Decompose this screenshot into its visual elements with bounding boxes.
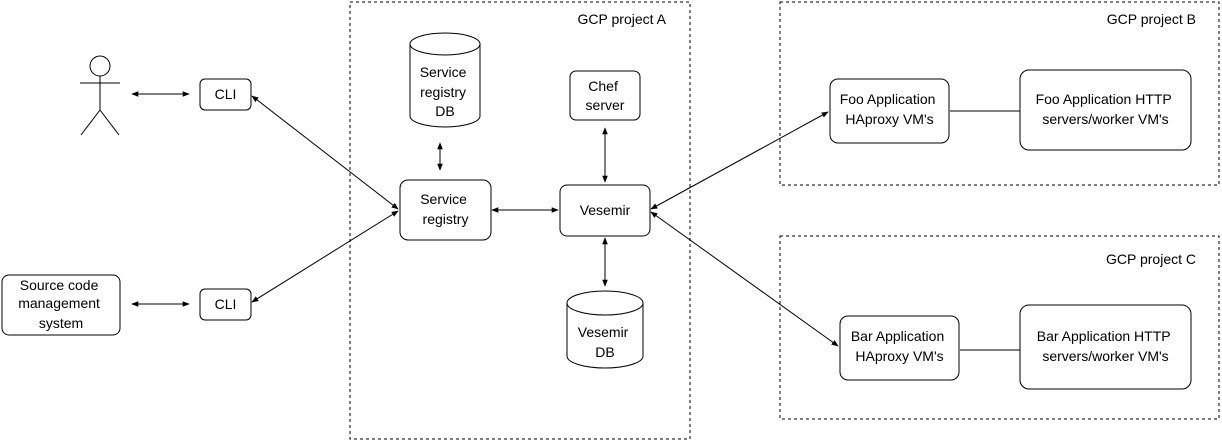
bar-haproxy-label-line-1: Bar Application xyxy=(851,328,944,344)
group-gcp-project-b: GCP project B xyxy=(779,1,1220,186)
edge-cli-bottom-registry xyxy=(251,210,399,303)
edge-vesemir-bar xyxy=(650,211,839,347)
service-registry-node: Service registry xyxy=(399,179,492,241)
scm-label-line-1: Source code xyxy=(20,277,99,293)
foo-http-label-line-2: servers/worker VM's xyxy=(1042,111,1168,127)
foo-http-label-line-1: Foo Application HTTP xyxy=(1036,91,1172,107)
service-registry-db-label-line-1: Service xyxy=(420,64,467,80)
chef-server-label-line-1: Chef xyxy=(588,78,618,94)
chef-server-label-line-2: server xyxy=(586,97,625,113)
scm-label-line-2: management xyxy=(18,295,100,311)
vesemir-node: Vesemir xyxy=(559,184,651,237)
cli-bottom-node: CLI xyxy=(199,288,252,321)
edge-vesemir-foo xyxy=(650,111,829,210)
service-registry-db-label-line-3: DB xyxy=(435,103,454,119)
cli-top-label: CLI xyxy=(215,86,237,102)
foo-haproxy-node: Foo Application HAproxy VM's xyxy=(829,78,950,144)
foo-http-label: Foo Application HTTP servers/worker VM's xyxy=(1036,91,1176,127)
cli-top-node: CLI xyxy=(199,78,252,111)
user-actor-icon xyxy=(80,55,120,136)
bar-http-node: Bar Application HTTP servers/worker VM's xyxy=(1019,304,1192,390)
vesemir-db-label-line-2: DB xyxy=(595,344,614,360)
vesemir-db-node: Vesemir DB xyxy=(566,290,644,369)
cli-bottom-label: CLI xyxy=(215,296,237,312)
foo-http-node: Foo Application HTTP servers/worker VM's xyxy=(1019,69,1192,151)
vesemir-db-label: Vesemir DB xyxy=(578,324,632,360)
edge-cli-top-registry xyxy=(251,95,399,210)
group-gcp-project-b-label: GCP project B xyxy=(1107,11,1196,27)
bar-haproxy-label-line-2: HAproxy VM's xyxy=(855,348,943,364)
chef-server-label: Chef server xyxy=(586,78,625,113)
service-registry-db-label-line-2: registry xyxy=(420,84,466,100)
service-registry-label-line-1: Service xyxy=(420,191,467,207)
scm-label-line-3: system xyxy=(39,315,83,331)
foo-haproxy-label: Foo Application HAproxy VM's xyxy=(840,91,940,127)
service-registry-label-line-2: registry xyxy=(423,211,469,227)
bar-haproxy-label: Bar Application HAproxy VM's xyxy=(851,328,948,364)
service-registry-label: Service registry xyxy=(420,191,471,227)
bar-http-label: Bar Application HTTP servers/worker VM's xyxy=(1037,328,1174,364)
foo-haproxy-label-line-2: HAproxy VM's xyxy=(845,111,933,127)
foo-haproxy-label-line-1: Foo Application xyxy=(840,91,936,107)
group-gcp-project-a-label: GCP project A xyxy=(578,11,667,27)
bar-http-label-line-1: Bar Application HTTP xyxy=(1037,328,1171,344)
scm-label: Source code management system xyxy=(18,277,104,331)
service-registry-db-label: Service registry DB xyxy=(420,64,471,119)
vesemir-db-label-line-1: Vesemir xyxy=(578,324,629,340)
bar-haproxy-node: Bar Application HAproxy VM's xyxy=(839,315,960,381)
service-registry-db-node: Service registry DB xyxy=(409,32,481,128)
bar-http-label-line-2: servers/worker VM's xyxy=(1042,348,1168,364)
chef-server-node: Chef server xyxy=(569,70,641,121)
vesemir-label: Vesemir xyxy=(580,202,631,218)
scm-node: Source code management system xyxy=(1,274,121,336)
group-gcp-project-c-label: GCP project C xyxy=(1106,251,1196,267)
connectors xyxy=(131,91,1020,351)
